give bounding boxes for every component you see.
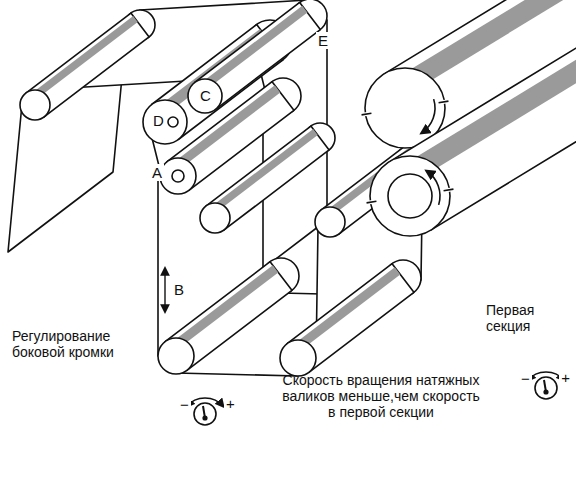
roll-notch <box>439 101 449 103</box>
roll-notch <box>367 201 377 203</box>
part-caption: Регулирование боковой кромки <box>12 328 124 360</box>
roll-notch <box>439 101 449 103</box>
roller <box>158 258 299 374</box>
roll-notch <box>367 201 377 203</box>
roller-letter: A <box>150 164 164 181</box>
dial-sign: + <box>559 369 572 386</box>
roller-letter: E <box>316 32 330 49</box>
roll-notch <box>444 189 454 191</box>
stroke-arrow <box>164 268 165 312</box>
rotation-arrow <box>426 171 440 205</box>
section-roll <box>370 16 576 236</box>
roller <box>20 10 155 120</box>
roller <box>280 260 421 376</box>
dial-sign: − <box>178 396 191 413</box>
roller <box>188 0 327 113</box>
speed-note: Скорость вращения натяжных валиков меньш… <box>278 372 484 420</box>
roll-notch <box>362 113 372 115</box>
rotation-arrow <box>421 99 435 133</box>
speed-dial <box>187 398 224 425</box>
roll-notch <box>362 113 372 115</box>
roller-letter: D <box>151 112 166 129</box>
part-caption: Первая секция <box>486 302 566 334</box>
dial-sign: − <box>519 370 532 387</box>
roll-notch <box>444 189 454 191</box>
dial-sign: + <box>224 395 237 412</box>
roller-letter: C <box>198 87 213 104</box>
roller-letter: B <box>172 281 186 298</box>
